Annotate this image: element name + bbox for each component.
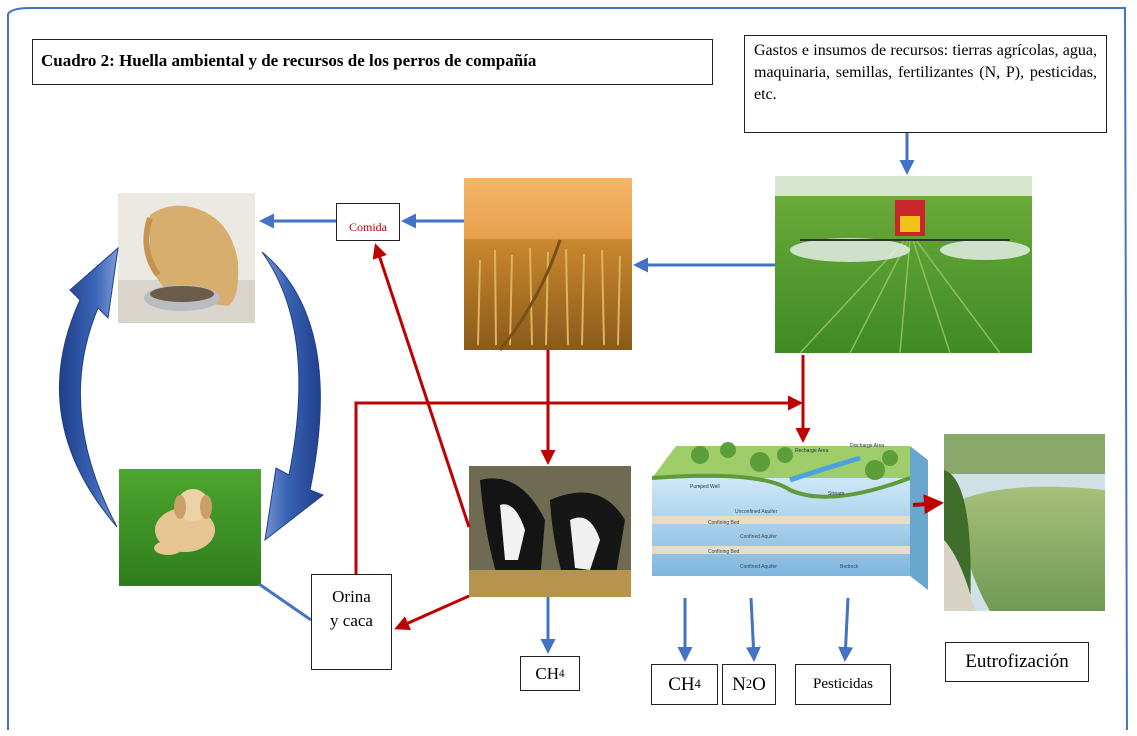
ch4-livestock-base: CH	[535, 663, 560, 683]
wheat-field-photo	[464, 178, 632, 351]
ch4-livestock-sub: 4	[559, 667, 565, 680]
arrow-soil-to-lake	[912, 494, 944, 515]
svg-text:Confining Bed: Confining Bed	[708, 520, 740, 526]
resource-inputs-box: Gastos e insumos de recursos: tierras ag…	[744, 35, 1107, 133]
cycle-arrow-left-up	[58, 246, 119, 528]
svg-text:Confined Aquifer: Confined Aquifer	[740, 534, 777, 540]
comida-label: Comida	[349, 220, 387, 234]
arrow-orina-to-soil	[354, 395, 803, 574]
svg-text:Confining Bed: Confining Bed	[708, 549, 740, 555]
dog-eating-photo	[118, 193, 255, 323]
tractor-spraying-photo	[775, 176, 1032, 354]
puppy-photo	[119, 469, 261, 586]
n2o-sub: 2	[745, 677, 753, 691]
svg-text:Bedrock: Bedrock	[840, 564, 859, 570]
svg-text:Discharge Area: Discharge Area	[850, 443, 884, 449]
svg-text:Stream: Stream	[828, 491, 844, 497]
arrow-cows-to-comida	[372, 243, 471, 528]
diagram-title: Cuadro 2: Huella ambiental y de recursos…	[32, 39, 713, 85]
comida-node: Comida	[336, 203, 400, 241]
n2o-base: N	[732, 673, 746, 695]
ch4-soil-base: CH	[668, 673, 695, 695]
eutrophic-lake-photo	[944, 434, 1105, 611]
cows-photo	[469, 466, 631, 597]
svg-text:Pumped Well: Pumped Well	[690, 484, 720, 490]
svg-text:Confined Aquifer: Confined Aquifer	[740, 564, 777, 570]
arrow-soil-to-pesticidas	[838, 597, 854, 662]
svg-text:Recharge Area: Recharge Area	[795, 448, 829, 454]
line-puppy-to-orina	[258, 582, 312, 622]
arrow-soil-to-n2o	[745, 597, 761, 662]
svg-text:Unconfined Aquifer: Unconfined Aquifer	[735, 509, 778, 515]
ch4-soil-sub: 4	[694, 677, 701, 691]
arrow-cows-to-orina	[394, 594, 470, 630]
pesticidas-label: Pesticidas	[795, 664, 891, 705]
eutrofizacion-label: Eutrofización	[945, 642, 1089, 682]
orina-label-line1: Orina	[332, 587, 371, 606]
cycle-arrow-right-down	[261, 251, 325, 542]
orina-caca-node: Orina y caca	[311, 574, 392, 670]
orina-label-line2: y caca	[330, 611, 373, 630]
n2o-tail: O	[752, 673, 766, 695]
outer-frame	[7, 7, 1128, 731]
groundwater-diagram: Pumped Well Recharge Area Discharge Area…	[651, 442, 928, 590]
